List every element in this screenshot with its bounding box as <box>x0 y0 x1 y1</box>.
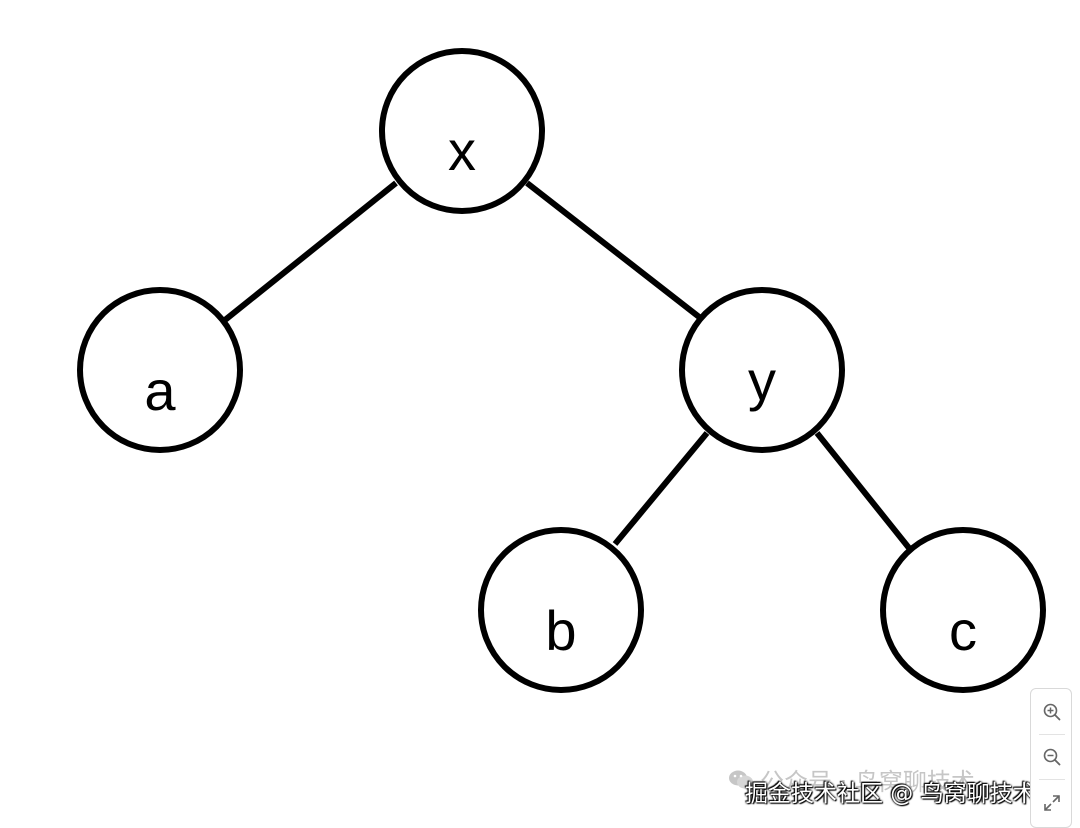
node-label-y: y <box>748 349 776 412</box>
zoom-out-button[interactable] <box>1031 737 1073 777</box>
zoom-toolbar <box>1030 688 1072 828</box>
zoom-in-icon <box>1043 703 1061 721</box>
watermark-back-text: 公众号 · 鸟窝聊技术 <box>760 768 975 796</box>
wechat-icon <box>729 770 753 788</box>
node-label-b: b <box>545 599 576 662</box>
tree-node-b: b <box>478 527 644 693</box>
node-label-a: a <box>144 359 176 422</box>
edge-y-c <box>814 431 912 550</box>
tree-node-c: c <box>880 527 1046 693</box>
edge-y-b <box>612 431 710 546</box>
zoom-out-icon <box>1043 748 1061 766</box>
tree-node-a: a <box>77 287 243 453</box>
node-label-c: c <box>949 599 977 662</box>
edge-x-a <box>223 180 398 323</box>
zoom-in-button[interactable] <box>1031 692 1073 732</box>
expand-icon <box>1044 795 1060 811</box>
edge-x-y <box>525 180 705 323</box>
watermark-juejin: 掘金技术社区 @ 鸟窝聊技术 <box>745 781 1036 807</box>
fit-screen-button[interactable] <box>1031 783 1073 823</box>
tree-node-y: y <box>679 287 845 453</box>
toolbar-divider <box>1039 734 1065 735</box>
tree-node-x: x <box>379 48 545 214</box>
toolbar-divider <box>1039 779 1065 780</box>
node-label-x: x <box>448 119 476 182</box>
watermark-wechat: 公众号 · 鸟窝聊技术 <box>728 762 975 797</box>
